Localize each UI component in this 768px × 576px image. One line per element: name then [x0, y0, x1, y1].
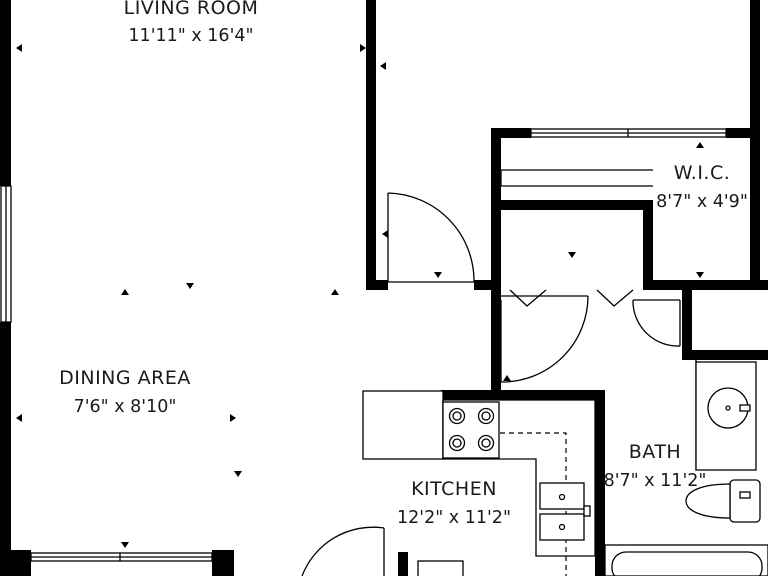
closet-wall-mid: [491, 200, 653, 210]
exterior-wall-left: [0, 0, 11, 186]
bathtub: [604, 544, 768, 576]
dim-marker: [331, 289, 339, 295]
wic-wall-right: [750, 128, 760, 290]
living-room-dimensions: 11'11" x 16'4": [128, 26, 253, 46]
kitchen-entry-door: [301, 526, 385, 576]
bedroom-wall-bottom-left: [366, 280, 388, 290]
bath-name: BATH: [629, 441, 681, 463]
kitchen-sink: [539, 482, 591, 541]
wic-dimensions: 8'7" x 4'9": [656, 192, 748, 212]
dim-marker: [16, 414, 22, 422]
partition-wall-bedroom: [366, 0, 376, 290]
dim-marker: [16, 44, 22, 52]
dining-area-dimensions: 7'6" x 8'10": [74, 397, 177, 417]
wic-name: W.I.C.: [674, 162, 731, 184]
kitchen-dimensions: 12'2" x 11'2": [397, 508, 511, 528]
dim-marker: [186, 283, 194, 289]
hall-door: [500, 295, 589, 383]
wic-wall-bottom: [643, 280, 768, 290]
dim-marker: [696, 272, 704, 278]
toilet: [685, 479, 761, 523]
doors: [301, 192, 681, 576]
wic-wall-top-right: [726, 128, 750, 138]
kitchen-fixtures: [362, 390, 596, 576]
bath-dimensions: 8'7" x 11'2": [604, 471, 707, 491]
hall-wall-left: [491, 290, 501, 390]
dim-marker: [434, 272, 442, 278]
dim-marker: [380, 62, 386, 70]
dining-wall-bottom-left: [11, 550, 31, 576]
dim-marker: [234, 471, 242, 477]
dining-wall-bottom-right: [212, 550, 234, 576]
upper-cabinets: [500, 432, 567, 576]
closet-wall-divider: [643, 200, 653, 290]
dim-marker: [121, 542, 129, 548]
wic-shelving: [500, 169, 653, 187]
exterior-wall-left-lower: [0, 322, 11, 576]
dim-marker: [360, 44, 366, 52]
room-labels: LIVING ROOM 11'11" x 16'4" DINING AREA 7…: [59, 0, 748, 528]
kitchen-wall-bottom-stub: [398, 552, 408, 576]
kitchen-name: KITCHEN: [411, 478, 497, 500]
dim-marker: [696, 142, 704, 148]
bath-fixtures: [604, 360, 768, 576]
bath-closet-door: [632, 299, 681, 347]
bath-vanity: [695, 361, 757, 471]
bath-closet-wall: [682, 290, 692, 360]
dim-marker: [382, 230, 388, 238]
bedroom-wall-bottom-right: [474, 280, 492, 290]
dim-marker: [568, 252, 576, 258]
dining-area-name: DINING AREA: [59, 367, 191, 389]
dimension-markers: [16, 44, 756, 548]
living-room-name: LIVING ROOM: [124, 0, 259, 19]
windows: [30, 128, 727, 562]
kitchen-wall-stub: [441, 390, 451, 402]
dim-marker: [230, 414, 236, 422]
closet-bifold-door-right: [596, 289, 634, 307]
bedroom-wall-right: [750, 0, 760, 138]
dim-marker: [503, 375, 511, 381]
dim-marker: [750, 62, 756, 70]
dim-marker: [121, 289, 129, 295]
kitchen-counter-peninsula: [362, 390, 444, 460]
kitchen-wall-right: [595, 390, 605, 576]
wic-wall-top-left: [491, 128, 531, 138]
bath-wall-top: [682, 350, 768, 360]
stove: [442, 401, 500, 459]
refrigerator: [417, 560, 464, 576]
closet-bifold-door-left: [509, 289, 547, 307]
window-wic-top: [530, 128, 727, 138]
bedroom-door: [387, 192, 475, 283]
window-left: [0, 185, 12, 323]
kitchen-wall-top: [441, 390, 603, 400]
